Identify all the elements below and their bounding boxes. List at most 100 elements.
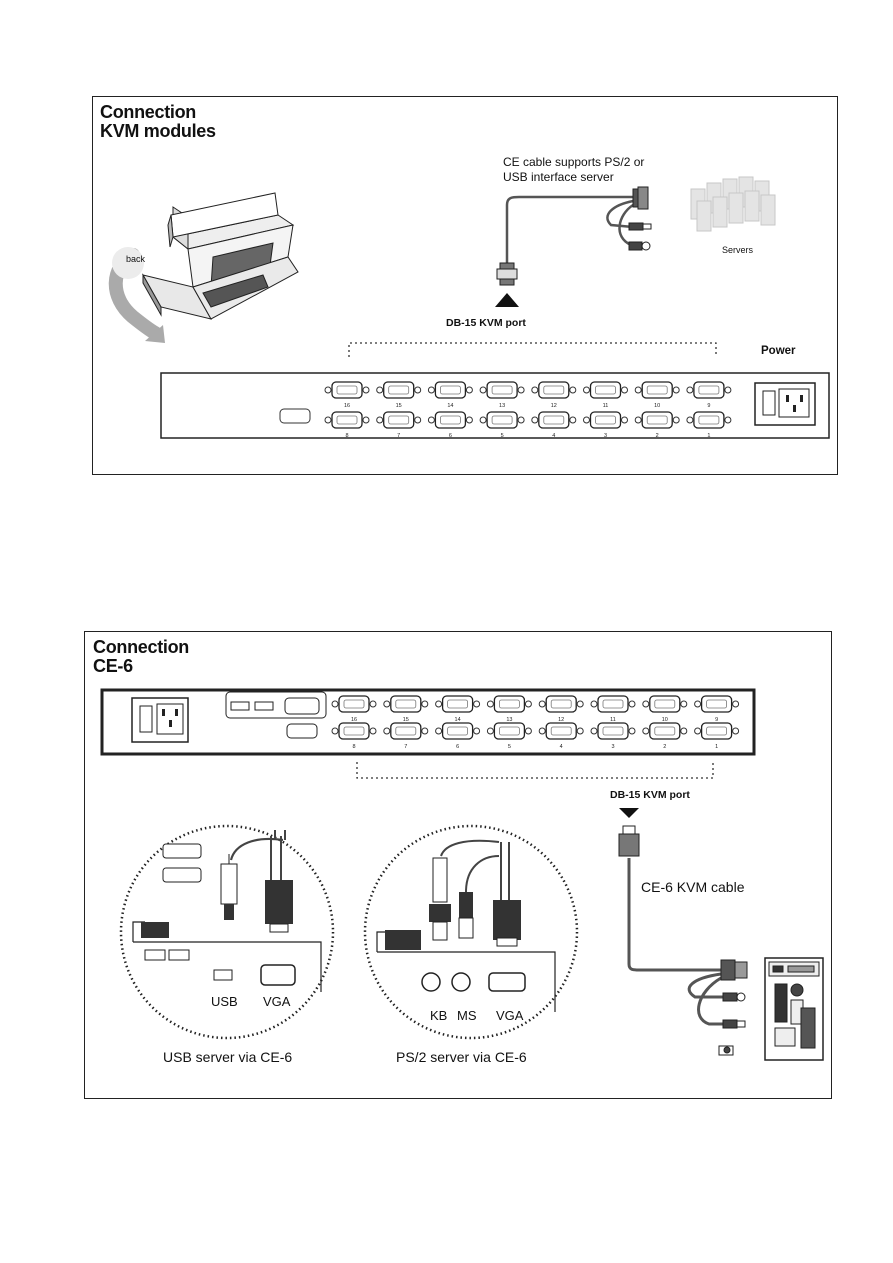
vga-connector-icon — [383, 381, 415, 399]
port-range-bracket — [348, 342, 717, 357]
kvm-port-4[interactable]: 4 — [538, 722, 584, 750]
vga-connector-icon — [338, 722, 370, 740]
vga-connector-icon — [390, 695, 422, 713]
port-number-label: 7 — [404, 744, 407, 750]
power-label: Power — [761, 345, 796, 357]
vga-connector-icon — [632, 186, 649, 210]
usb-plug-icon — [162, 843, 202, 859]
kvm-port-6[interactable]: 6 — [435, 722, 481, 750]
usb-plug-icon — [628, 222, 652, 231]
kvm-port-15[interactable]: 15 — [376, 381, 422, 409]
kvm-port-1[interactable]: 1 — [686, 411, 732, 439]
ce-cable-illustration — [505, 195, 634, 265]
kvm-port-3[interactable]: 3 — [583, 411, 628, 439]
port-group: 16 15 14 13 12 11 10 9 8 7 6 5 4 3 2 1 — [331, 695, 740, 750]
port-number-label: 2 — [663, 744, 666, 750]
kvm-port-2[interactable]: 2 — [642, 722, 688, 750]
vga-connector-icon — [693, 381, 725, 399]
vga-connector-icon — [597, 722, 629, 740]
vga-connector-icon — [641, 381, 673, 399]
vga-connector-icon — [589, 411, 622, 429]
kvm-port-8[interactable]: 8 — [324, 411, 370, 439]
vga-connector-icon — [545, 695, 577, 713]
cable-caption-line-1: CE cable supports PS/2 or — [503, 155, 645, 169]
kvm-port-11[interactable]: 11 — [590, 695, 636, 723]
kb-port-label: KB — [430, 1008, 448, 1023]
usb-port-icon — [230, 701, 250, 711]
port-number-label: 14 — [447, 403, 453, 409]
power-switch-icon[interactable] — [762, 390, 776, 416]
port-number-label: 4 — [552, 433, 555, 439]
kvm-port-4[interactable]: 4 — [531, 411, 577, 439]
kvm-port-5[interactable]: 5 — [486, 722, 532, 750]
port-number-label: 4 — [560, 744, 563, 750]
vga-connector-icon — [286, 723, 318, 739]
port-number-label: 6 — [456, 744, 459, 750]
usb-port-label: USB — [211, 994, 238, 1009]
vga-connector-icon — [700, 695, 733, 713]
ps2-caption: PS/2 server via CE-6 — [396, 1049, 527, 1065]
vga-port-label: VGA — [496, 1008, 524, 1023]
kvm-port-7[interactable]: 7 — [376, 411, 422, 439]
kvm-modules-panel: Connection KVM modules — [92, 96, 838, 475]
port-number-label: 8 — [352, 744, 355, 750]
port-number-label: 16 — [344, 403, 350, 409]
port-label: DB-15 KVM port — [610, 789, 690, 801]
kvm-port-12[interactable]: 12 — [538, 695, 584, 723]
vga-connector-icon — [538, 411, 570, 429]
port-number-label: 10 — [662, 717, 668, 723]
ps2-plug-icon — [722, 992, 746, 1002]
ce6-diagram: 16 15 14 13 12 11 10 9 8 7 6 5 4 3 2 1 — [100, 688, 824, 1061]
servers-label: Servers — [722, 245, 754, 255]
port-number-label: 2 — [656, 433, 659, 439]
port-number-label: 6 — [449, 433, 452, 439]
kvm-port-7[interactable]: 7 — [383, 722, 429, 750]
vga-connector-icon — [486, 411, 518, 429]
kvm-port-1[interactable]: 1 — [694, 722, 740, 750]
port-number-label: 12 — [558, 717, 564, 723]
kvm-port-13[interactable]: 13 — [486, 695, 532, 723]
kvm-port-14[interactable]: 14 — [435, 695, 481, 723]
vga-connector-icon — [618, 825, 640, 857]
vga-connector-icon — [383, 411, 415, 429]
port-number-label: 3 — [604, 433, 607, 439]
port-number-label: 13 — [506, 717, 512, 723]
kvm-port-6[interactable]: 6 — [427, 411, 473, 439]
kvm-port-3[interactable]: 3 — [590, 722, 636, 750]
kvm-port-8[interactable]: 8 — [331, 722, 377, 750]
vga-connector-icon — [441, 695, 474, 713]
vga-connector-icon — [649, 695, 681, 713]
usb-server-closeup — [119, 824, 335, 1040]
port-number-label: 3 — [611, 744, 614, 750]
lcd-console-drawer-icon — [142, 192, 299, 320]
vga-connector-icon — [700, 722, 733, 740]
kvm-port-9[interactable]: 9 — [686, 381, 732, 409]
power-switch-icon[interactable] — [139, 705, 153, 733]
port-number-label: 5 — [501, 433, 504, 439]
kvm-port-16[interactable]: 16 — [331, 695, 377, 723]
kvm-port-13[interactable]: 13 — [479, 381, 525, 409]
kvm-port-9[interactable]: 9 — [694, 695, 740, 723]
kvm-port-11[interactable]: 11 — [583, 381, 628, 409]
kvm-port-10[interactable]: 10 — [642, 695, 688, 723]
port-number-label: 15 — [403, 717, 409, 723]
ps2-server-closeup — [363, 824, 579, 1040]
kvm-port-2[interactable]: 2 — [634, 411, 680, 439]
kvm-port-15[interactable]: 15 — [383, 695, 429, 723]
kvm-port-12[interactable]: 12 — [531, 381, 577, 409]
kvm-port-16[interactable]: 16 — [324, 381, 370, 409]
port-label: DB-15 KVM port — [446, 317, 526, 329]
kvm-port-5[interactable]: 5 — [479, 411, 525, 439]
title-line-2: CE-6 — [93, 656, 133, 676]
port-number-label: 14 — [455, 717, 461, 723]
title-line-1: Connection — [100, 102, 196, 122]
vga-port-label: VGA — [263, 994, 291, 1009]
kvm-port-10[interactable]: 10 — [634, 381, 680, 409]
vga-connector-icon — [693, 411, 725, 429]
port-number-label: 11 — [610, 717, 616, 723]
triangle-down-icon — [619, 808, 639, 818]
kvm-port-14[interactable]: 14 — [427, 381, 473, 409]
vga-connector-icon — [486, 381, 518, 399]
